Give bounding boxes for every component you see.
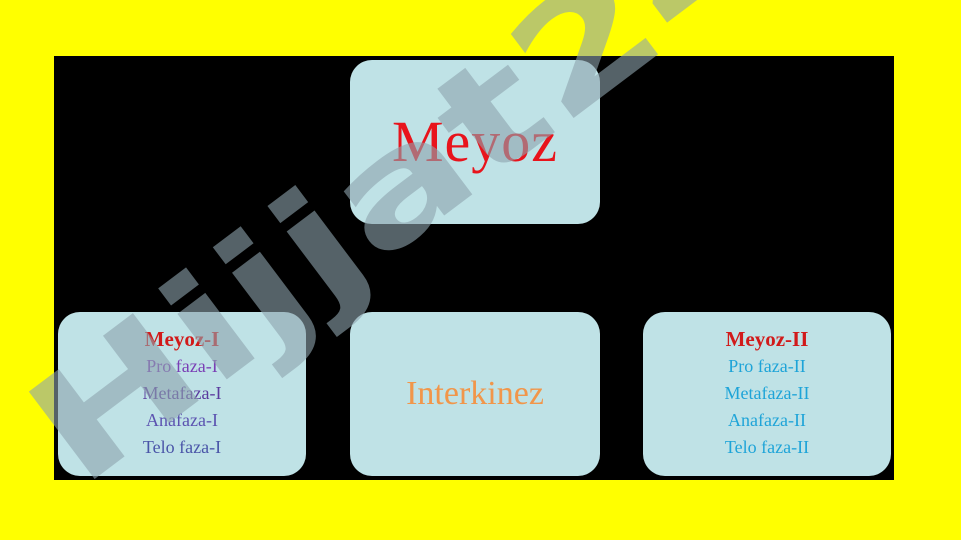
meyoz-root-box: Meyoz bbox=[350, 60, 600, 224]
meyoz-2-phase: Pro faza-II bbox=[728, 356, 806, 377]
meyoz-1-phase: Anafaza-I bbox=[146, 410, 218, 431]
meyoz-2-phase: Telo faza-II bbox=[724, 437, 810, 458]
meyoz-2-phase: Anafaza-II bbox=[728, 410, 806, 431]
diagram-panel: Meyoz Meyoz-I Pro faza-I Metafaza-I Anaf… bbox=[54, 56, 894, 480]
meyoz-root-label: Meyoz bbox=[391, 109, 559, 174]
meyoz-2-phase: Metafaza-II bbox=[724, 383, 810, 404]
meyoz-1-phase: Pro faza-I bbox=[146, 356, 218, 377]
meyoz-2-title: Meyoz-II bbox=[725, 326, 809, 351]
interkinez-box: Interkinez bbox=[350, 312, 600, 476]
interkinez-label: Interkinez bbox=[406, 375, 544, 412]
meyoz-1-box: Meyoz-I Pro faza-I Metafaza-I Anafaza-I … bbox=[58, 312, 306, 476]
meyoz-1-title: Meyoz-I bbox=[144, 326, 220, 351]
meyoz-1-phase: Telo faza-I bbox=[142, 437, 222, 458]
meyoz-2-box: Meyoz-II Pro faza-II Metafaza-II Anafaza… bbox=[643, 312, 891, 476]
meyoz-1-phase: Metafaza-I bbox=[142, 383, 222, 404]
